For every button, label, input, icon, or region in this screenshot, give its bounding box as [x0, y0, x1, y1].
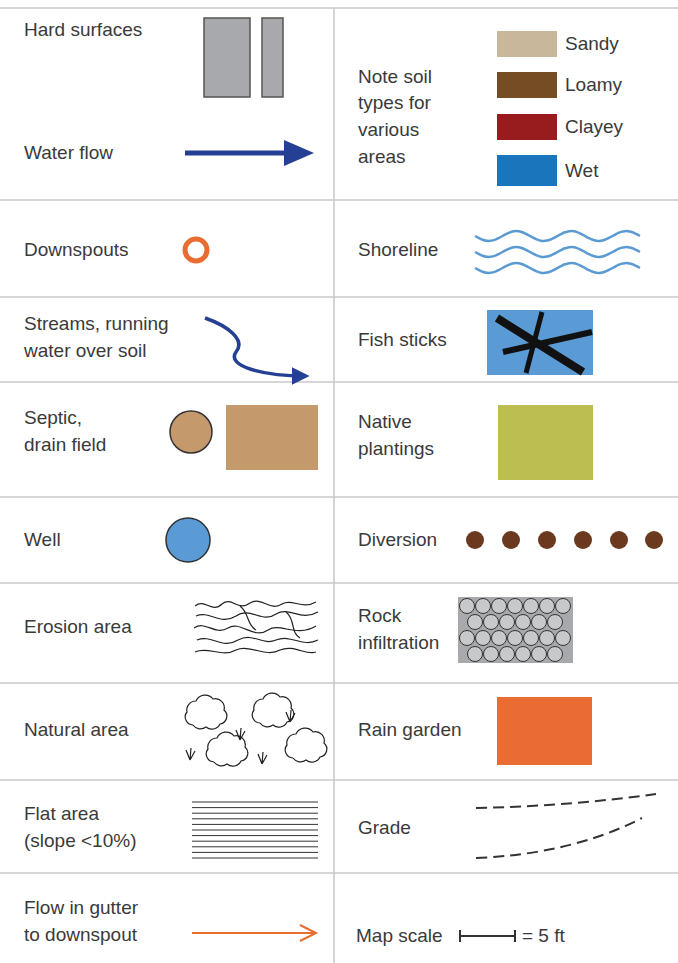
legend-swatch [497, 155, 557, 186]
legend-label: Grade [358, 815, 411, 842]
legend-label: Fish sticks [358, 327, 447, 354]
flat-area-symbol [192, 802, 318, 858]
legend-swatch [226, 405, 318, 470]
legend-label: Sandy [565, 31, 619, 58]
legend-label: Clayey [565, 114, 623, 141]
legend-label: Loamy [565, 72, 622, 99]
rock-infiltration-symbol [458, 597, 573, 663]
legend-swatch [497, 697, 592, 765]
legend-note: Note soil types for various areas [358, 64, 458, 170]
legend-swatch [166, 518, 210, 562]
legend-label: Natural area [24, 717, 129, 744]
fish-sticks-symbol [487, 310, 593, 375]
diversion-symbol [466, 531, 663, 549]
stream-symbol [205, 318, 306, 376]
legend-swatch [497, 114, 557, 140]
legend-note: = 5 ft [522, 923, 565, 950]
legend-label: Rain garden [358, 717, 462, 744]
table-grid [0, 8, 678, 963]
erosion-symbol [194, 601, 318, 653]
grade-symbol [476, 794, 656, 858]
legend-label: Map scale [356, 923, 443, 950]
legend-label: Wet [565, 158, 598, 185]
legend-label: Rock infiltration [358, 603, 448, 656]
legend-swatch [497, 31, 557, 57]
shoreline-symbol [475, 231, 640, 273]
legend-label: Water flow [24, 140, 113, 167]
legend-label: Septic, drain field [24, 405, 119, 458]
scale-bar [460, 930, 515, 942]
legend-swatch [262, 18, 283, 97]
downspout-symbol [185, 239, 207, 261]
legend-label: Flat area (slope <10%) [24, 801, 144, 854]
legend-label: Erosion area [24, 614, 132, 641]
legend-swatch [497, 72, 557, 98]
legend-swatch [170, 411, 212, 453]
gutter-flow-arrow [192, 925, 316, 941]
legend-swatch [498, 405, 593, 480]
legend-label: Hard surfaces [24, 17, 142, 44]
legend-label: Streams, running water over soil [24, 311, 184, 364]
legend-swatch [204, 18, 250, 97]
legend-label: Native plantings [358, 409, 458, 462]
natural-area-symbol [185, 693, 327, 766]
legend-label: Flow in gutter to downspout [24, 895, 159, 948]
legend-label: Diversion [358, 527, 437, 554]
water-flow-arrow [185, 140, 314, 166]
legend-label: Downspouts [24, 237, 129, 264]
legend-label: Well [24, 527, 61, 554]
legend-label: Shoreline [358, 237, 438, 264]
